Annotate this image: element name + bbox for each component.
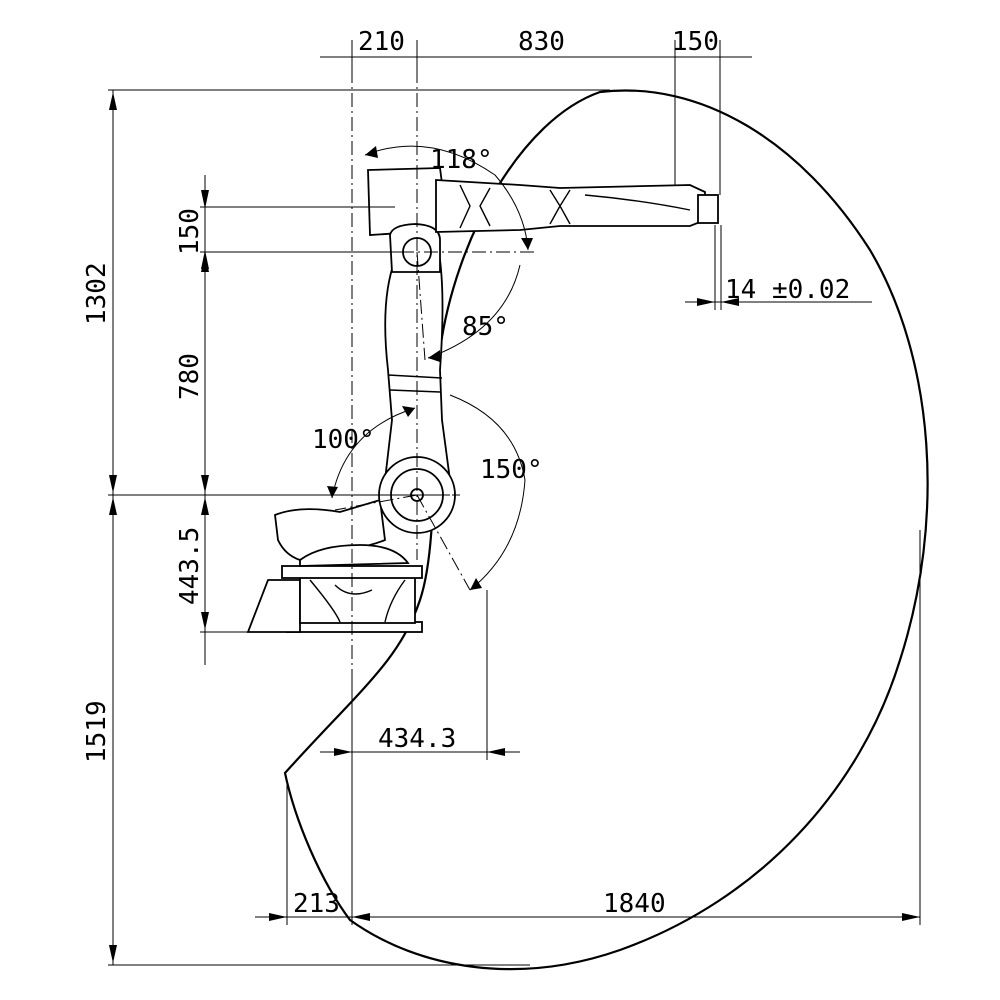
dim-top-offset: 210 <box>358 27 405 57</box>
dim-upper-arm: 780 <box>175 353 205 400</box>
dim-arm-offset: 150 <box>175 208 205 255</box>
dimension-lines <box>108 40 921 966</box>
dim-base-height: 443.5 <box>175 527 205 605</box>
dim-flange-tolerance: 14 ±0.02 <box>725 275 850 305</box>
angle-axis2-front: 150° <box>480 455 543 485</box>
dim-top-reach: 830 <box>518 27 565 57</box>
angle-arcs <box>327 145 533 591</box>
angle-axis4: 118° <box>430 145 493 175</box>
dim-max-reach: 1840 <box>603 889 666 919</box>
robot-base <box>246 498 423 633</box>
angle-axis2-back: 100° <box>312 425 375 455</box>
dim-total-height-upper: 1302 <box>82 262 112 325</box>
robot-upper-arm <box>367 167 719 273</box>
dim-top-flange: 150 <box>672 27 719 57</box>
robot-lower-arm <box>378 259 456 534</box>
dim-rear-reach: 434.3 <box>378 724 456 754</box>
angle-axis3: 85° <box>462 312 509 342</box>
dim-total-height-lower: 1519 <box>82 700 112 763</box>
dim-rear-offset: 213 <box>293 889 340 919</box>
